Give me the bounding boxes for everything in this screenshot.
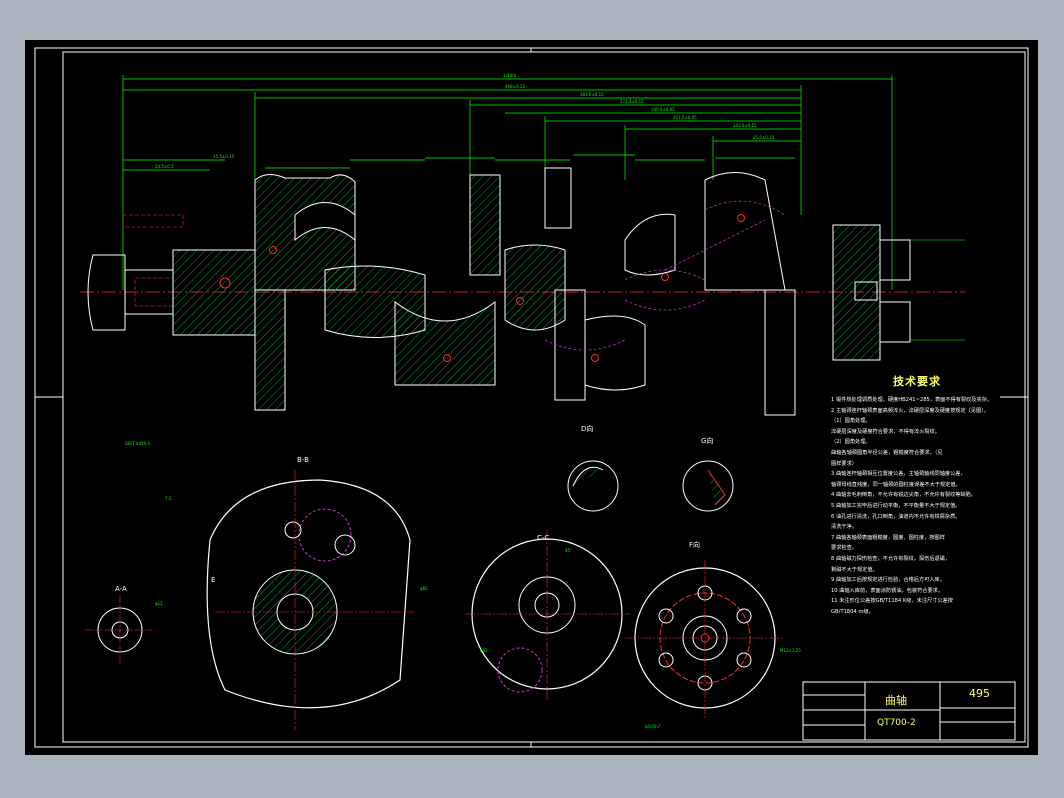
svg-text:1(440): 1(440) [503,73,517,78]
svg-text:24.5±0.5: 24.5±0.5 [155,164,174,169]
svg-text:143.5±0.15: 143.5±0.15 [733,123,757,128]
label-view-e: E [211,576,216,584]
svg-text:257.5±0.05: 257.5±0.05 [673,115,697,120]
svg-text:φ105h7: φ105h7 [645,724,661,729]
web-section-view [206,470,415,730]
note-line: 淬硬层深度及硬度符合要求，不得有淬火裂纹。 [831,428,940,435]
note-line: 清洗干净。 [831,524,857,531]
part-name: 曲轴 [885,694,907,707]
note-line: 曲轴各轴颈圆角半径公差，粗糙度符合要求。（见 [831,449,943,456]
note-line: GB/T1804 m级。 [831,608,874,615]
note-line: 图样要求） [831,460,857,467]
note-line: 11 未注形位公差按GB/T1184 K级，未注尺寸公差按 [831,598,953,605]
svg-text:GB/T 4459.5: GB/T 4459.5 [125,441,150,446]
crankshaft-front-end [87,214,256,336]
note-line: 3 曲轴连杆轴颈相互位置度公差，主轴颈轴线同轴度公差， [831,471,966,478]
note-line: 2 主轴颈连杆轴颈表面高频淬火，淬硬层深度及硬度按规定（见图）。 [831,407,989,414]
svg-text:7.5: 7.5 [165,496,172,501]
note-line: 10 曲轴入库前，表面涂防锈油，包装符合要求。 [831,587,944,594]
title-block [802,681,1016,741]
note-line: 1 锻件热处理调质处理，硬度HB241~285，表面不得有裂纹及夹杂。 [831,397,993,403]
svg-text:340.5±0.05: 340.5±0.05 [651,107,675,112]
note-line: 要求检查。 [831,545,857,552]
hidden-lines [544,200,786,351]
technical-requirements: 1 锻件热处理调质处理，硬度HB241~285，表面不得有裂纹及夹杂。 2 主轴… [831,395,1037,617]
svg-text:271.3±0.15: 271.3±0.15 [620,99,644,104]
svg-text:15.5±0.15: 15.5±0.15 [213,154,235,159]
svg-text:468±0.15: 468±0.15 [505,84,525,89]
detail-a-section [85,595,155,665]
svg-text:φ52: φ52 [480,648,488,653]
top-dimensions [122,75,893,290]
label-section-b: B-B [297,456,309,464]
label-section-a: A-A [115,585,127,593]
note-line: 6 油孔进行清洗，孔口倒角，油道内不允许有铁屑杂质。 [831,513,961,520]
label-view-f: F向 [689,541,701,549]
label-view-d: D向 [581,425,594,433]
journal-centers [269,214,745,362]
drawing-number: 495 [969,687,990,700]
note-line: 8 曲轴磁力探伤检查，不允许有裂纹，探伤后退磁， [831,555,951,562]
svg-text:φ60: φ60 [420,586,428,591]
svg-text:383.6±0.15: 383.6±0.15 [580,92,604,97]
note-line: 轴颈母线直线度，同一轴颈的圆柱度误差不大于规定值。 [831,481,961,488]
note-line: 9 曲轴加工后按规定进行检验，合格后方可入库。 [831,577,945,584]
svg-text:25.5±0.10: 25.5±0.10 [753,135,775,140]
svg-text:45°: 45° [565,548,572,553]
crankshaft-drawing: 1(440) 468±0.15 383.6±0.15 271.3±0.15 34… [34,47,1029,748]
svg-text:M12×1.25: M12×1.25 [780,648,801,653]
material-code: QT700-2 [877,718,916,728]
note-line: 剩磁不大于规定值。 [831,566,878,573]
crank-webs [254,167,911,416]
label-view-g: G向 [701,437,714,445]
crankshaft-rear-end [854,239,965,341]
drawing-canvas: 1(440) 468±0.15 383.6±0.15 271.3±0.15 34… [25,40,1038,755]
technical-requirements-title: 技术要求 [893,375,941,388]
note-line: 7 曲轴各轴颈表面粗糙度，圆度、圆柱度，按图样 [831,534,945,541]
note-line: （2）圆角处理。 [831,439,871,446]
note-line: 4 曲轴去毛刺倒角，不允许有锐边尖角，不允许有裂纹等缺陷。 [831,492,977,499]
note-line: （1）圆角处理。 [831,418,871,425]
section-cc-view [465,530,630,700]
label-section-c: C-C [537,534,550,542]
flange-end-view [625,560,785,720]
note-line: 5 曲轴加工完毕后进行动平衡，不平衡量不大于规定值。 [831,502,961,509]
svg-text:φ12: φ12 [155,601,163,606]
detail-views [567,460,734,512]
